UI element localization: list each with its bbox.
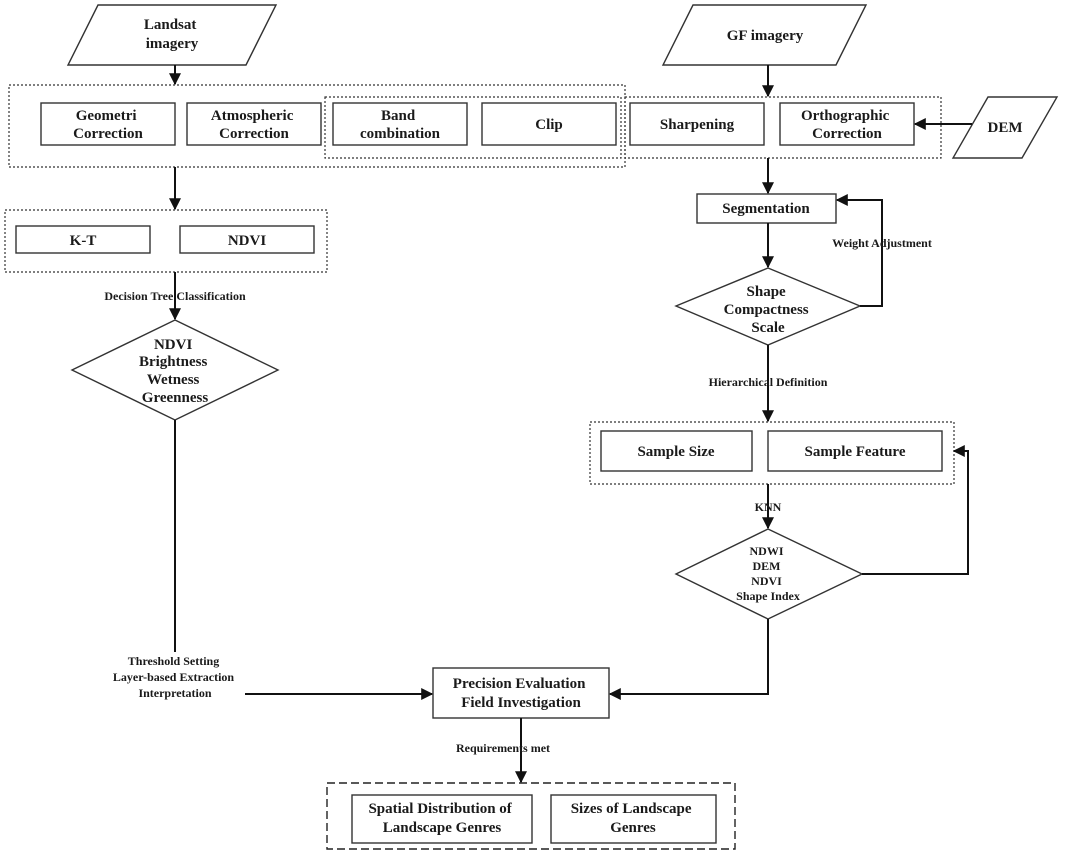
spatial-line-1: Spatial Distribution of [368, 801, 512, 817]
gf-imagery-input [661, 4, 868, 66]
atmospheric-line-2: Correction [219, 126, 289, 142]
precision-line-1: Precision Evaluation [453, 676, 586, 692]
shared-preprocessing-group [324, 96, 622, 159]
segmentation-box [696, 193, 837, 224]
gf-imagery-label: GF imagery [727, 28, 804, 44]
precision-line-2: Field Investigation [461, 695, 581, 711]
feature-indices-label: NDWI DEM NDVI Shape Index [736, 544, 800, 603]
atmospheric-correction-box [186, 102, 322, 146]
threshold-line-1: Threshold Setting [128, 654, 219, 668]
spatial-distribution-label: Spatial Distribution of Landscape Genres [368, 801, 515, 836]
landscape-sizes-label: Sizes of Landscape Genres [571, 801, 696, 836]
weight-adjustment-label: Weight Adjustment [832, 236, 932, 250]
orthographic-correction-box [779, 102, 915, 146]
spatial-line-2: Landscape Genres [383, 820, 502, 836]
atmospheric-correction-label: Atmospheric Correction [211, 108, 297, 142]
hierarchical-definition-label: Hierarchical Definition [709, 375, 828, 389]
band-combination-label: Band combination [360, 108, 441, 142]
arrow-features-to-precision [608, 619, 769, 700]
geometric-correction-box [40, 102, 176, 146]
kt-label: K-T [70, 233, 97, 249]
geometric-line-2: Correction [73, 126, 143, 142]
arrow-features-feedback-loop [862, 445, 969, 575]
index-wetness: Wetness [147, 372, 200, 388]
sizes-line-2: Genres [610, 820, 656, 836]
index-greenness: Greenness [142, 390, 209, 406]
threshold-setting-label: Threshold Setting Layer-based Extraction… [113, 654, 237, 700]
landsat-imagery-line-1: Landsat [144, 17, 197, 33]
landsat-imagery-line-2: imagery [146, 36, 199, 52]
landsat-imagery-input [66, 4, 278, 66]
band-line-2: combination [360, 126, 441, 142]
ndvi-label: NDVI [228, 233, 266, 249]
segmentation-params-label: Shape Compactness Scale [724, 284, 813, 336]
sizes-line-1: Sizes of Landscape [571, 801, 692, 817]
index-group [4, 209, 328, 273]
precision-evaluation-label: Precision Evaluation Field Investigation [453, 676, 589, 711]
spatial-distribution-box [351, 794, 533, 844]
ndvi-box [179, 225, 315, 254]
orthographic-line-2: Correction [812, 126, 882, 142]
sample-size-label: Sample Size [637, 444, 714, 460]
param-scale: Scale [751, 320, 785, 336]
kt-box [15, 225, 151, 254]
landsat-indices-label: NDVI Brightness Wetness Greenness [139, 337, 211, 406]
band-combination-box [332, 102, 468, 146]
index-brightness: Brightness [139, 354, 208, 370]
dem-input-label: DEM [988, 120, 1023, 136]
clip-label: Clip [535, 117, 563, 133]
sharpening-label: Sharpening [660, 117, 735, 133]
dem-input [951, 96, 1059, 159]
band-line-1: Band [381, 108, 416, 124]
sharpening-box [629, 102, 765, 146]
output-group [326, 782, 736, 850]
feature-ndwi: NDWI [749, 544, 783, 558]
segmentation-label: Segmentation [722, 201, 810, 217]
threshold-line-3: Interpretation [138, 686, 211, 700]
sample-size-box [600, 430, 753, 472]
sample-feature-box [767, 430, 943, 472]
threshold-line-2: Layer-based Extraction [113, 670, 235, 684]
arrow-weight-adjustment-loop [835, 194, 883, 307]
decision-tree-classification-label: Decision Tree Classification [104, 289, 246, 303]
sample-feature-label: Sample Feature [805, 444, 906, 460]
requirements-met-label: Requirements met [456, 741, 550, 755]
clip-box [481, 102, 617, 146]
geometric-line-1: Geometri [76, 108, 137, 124]
orthographic-correction-label: Orthographic Correction [801, 108, 893, 142]
knn-label: KNN [755, 500, 782, 514]
feature-shape-index: Shape Index [736, 589, 800, 603]
param-shape: Shape [747, 284, 787, 300]
landsat-imagery-label: Landsat imagery [144, 17, 200, 52]
param-compactness: Compactness [724, 302, 809, 318]
orthographic-line-1: Orthographic [801, 108, 890, 124]
feature-dem: DEM [753, 559, 781, 573]
feature-ndvi: NDVI [751, 574, 782, 588]
index-ndvi: NDVI [154, 337, 192, 353]
geometric-correction-label: Geometri Correction [73, 108, 143, 142]
landscape-sizes-box [550, 794, 717, 844]
atmospheric-line-1: Atmospheric [211, 108, 294, 124]
gf-preprocessing-group [624, 96, 942, 159]
precision-evaluation-box [432, 667, 610, 719]
